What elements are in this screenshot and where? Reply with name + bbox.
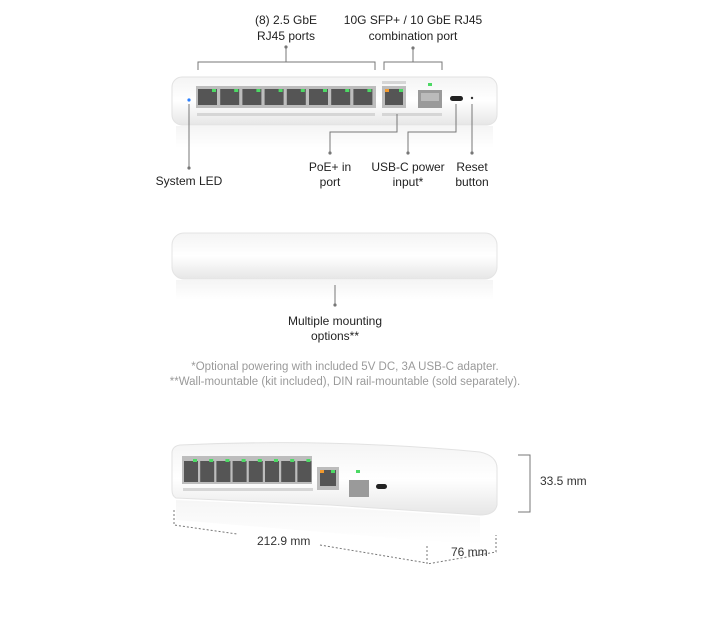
link-led bbox=[257, 459, 262, 462]
combo-port-label-1: 10G SFP+ / 10 GbE RJ45 bbox=[344, 13, 483, 27]
reset-button bbox=[470, 96, 474, 100]
usbc-power-label-1: USB-C power bbox=[371, 160, 444, 174]
link-led bbox=[274, 459, 278, 462]
link-led bbox=[256, 89, 261, 92]
rj45-port bbox=[216, 461, 231, 482]
rj45-port bbox=[331, 89, 351, 105]
switch-perspective-view bbox=[171, 442, 498, 545]
link-led bbox=[234, 89, 239, 92]
depth-dimension: 76 mm bbox=[451, 545, 488, 559]
footnote-mounting: **Wall-mountable (kit included), DIN rai… bbox=[170, 376, 520, 388]
rj45-port bbox=[220, 89, 240, 105]
mounting-label-1: Multiple mounting bbox=[288, 314, 382, 328]
rj45-port bbox=[242, 89, 262, 105]
rj45-port bbox=[297, 461, 312, 482]
rj45-port bbox=[265, 461, 279, 482]
rj45-port bbox=[286, 89, 306, 105]
rj45-port-group bbox=[196, 86, 376, 108]
link-led bbox=[290, 459, 295, 462]
link-led bbox=[278, 89, 283, 92]
reset-label-2: button bbox=[455, 175, 488, 189]
link-led bbox=[225, 459, 230, 462]
link-led bbox=[209, 459, 214, 462]
rj45-port bbox=[198, 89, 217, 105]
rj45-port bbox=[264, 89, 284, 105]
rj45-port bbox=[353, 89, 373, 105]
poe-in-label-2: port bbox=[320, 175, 341, 189]
link-led bbox=[345, 89, 350, 92]
link-led bbox=[300, 89, 305, 92]
rj45-port bbox=[184, 461, 198, 482]
rj45-port bbox=[281, 461, 296, 482]
system-led bbox=[187, 98, 191, 102]
link-led bbox=[323, 89, 327, 92]
width-dimension: 212.9 mm bbox=[257, 534, 310, 548]
combo-port-label-2: combination port bbox=[369, 29, 458, 43]
footprint-dimension-lines bbox=[173, 510, 497, 565]
rj45-port bbox=[232, 461, 247, 482]
link-led bbox=[212, 89, 216, 92]
height-dimension: 33.5 mm bbox=[540, 474, 587, 488]
link-led bbox=[306, 459, 311, 462]
switch-front-view bbox=[171, 76, 498, 148]
poe-in-label-1: PoE+ in bbox=[309, 160, 351, 174]
rj45-port bbox=[248, 461, 263, 482]
link-led bbox=[241, 459, 246, 462]
system-led-label: System LED bbox=[156, 174, 223, 188]
rj45-port bbox=[309, 89, 328, 105]
rj45-port bbox=[200, 461, 215, 482]
usbc-port bbox=[450, 96, 463, 101]
rj45-ports-label-2: RJ45 ports bbox=[257, 29, 315, 43]
mounting-label-2: options** bbox=[311, 329, 359, 343]
rj45-ports-label-1: (8) 2.5 GbE bbox=[255, 13, 317, 27]
height-dimension-bracket bbox=[518, 454, 531, 513]
link-led bbox=[367, 89, 372, 92]
footnote-power: *Optional powering with included 5V DC, … bbox=[191, 361, 498, 373]
reset-label-1: Reset bbox=[456, 160, 488, 174]
link-led bbox=[193, 459, 197, 462]
usbc-power-label-2: input* bbox=[393, 175, 424, 189]
